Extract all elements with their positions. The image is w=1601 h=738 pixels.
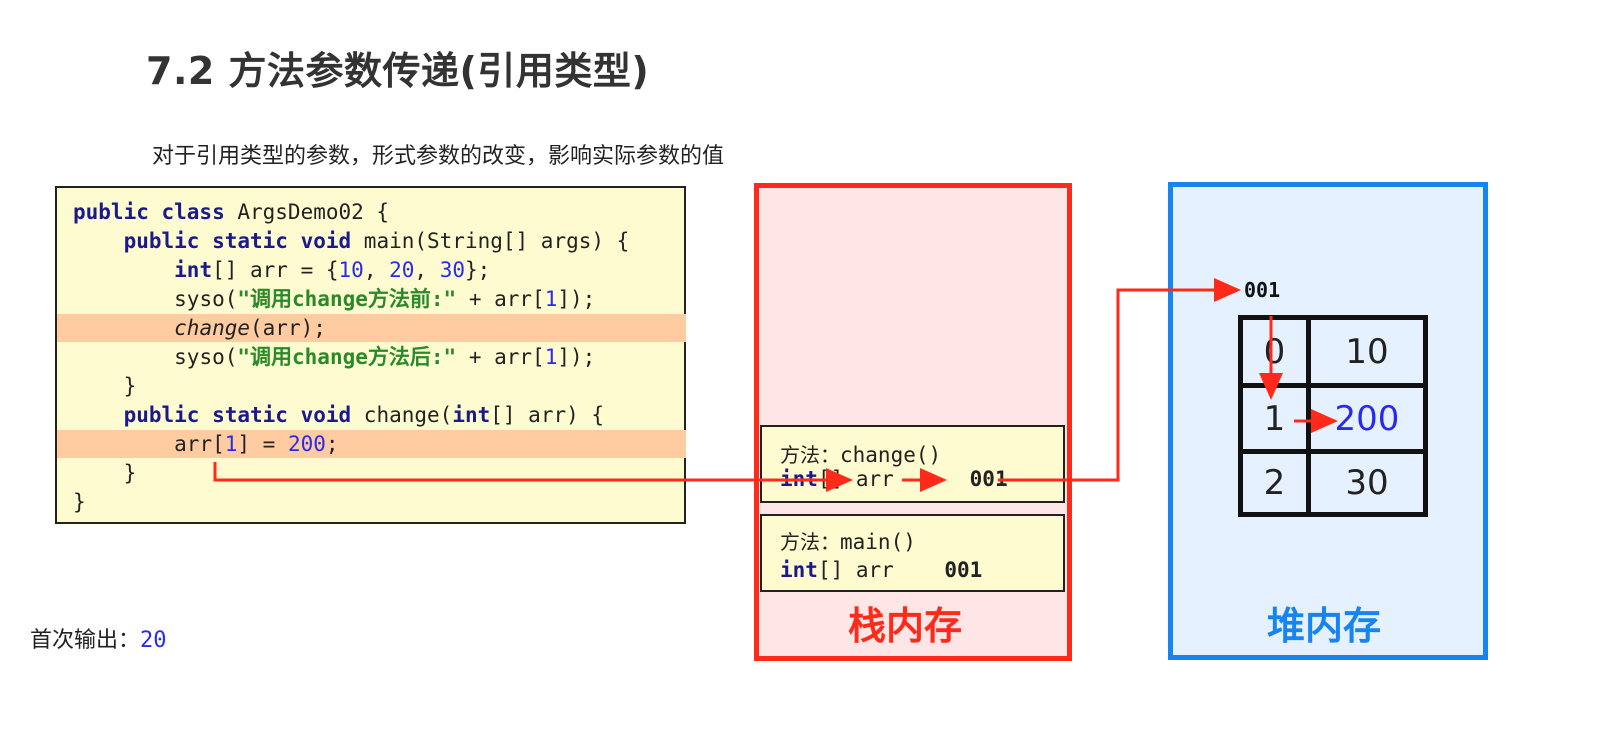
- highlight-change-call: [57, 314, 686, 342]
- code-line: arr[1] = 200;: [174, 432, 339, 456]
- grid-divider: [1243, 449, 1423, 454]
- array-value: 30: [1345, 463, 1389, 503]
- array-value: 10: [1345, 331, 1389, 372]
- code-line: }: [73, 490, 86, 514]
- code-line: public class ArgsDemo02 {: [73, 200, 390, 224]
- arrow-code-to-stack: [213, 462, 853, 492]
- stack-frame-change: 方法：change() int[] arr 001: [760, 425, 1065, 503]
- frame-variable: int[] arr 001: [780, 558, 983, 582]
- code-line: }: [123, 461, 137, 485]
- slide-title: 7.2 方法参数传递(引用类型): [146, 49, 650, 93]
- stack-memory-label: 栈内存: [848, 604, 963, 648]
- slide-subtitle: 对于引用类型的参数，形式参数的改变，影响实际参数的值: [152, 144, 725, 169]
- code-line: syso("调用change方法后:" + arr[1]);: [174, 345, 596, 369]
- code-line: int[] arr = {10, 20, 30};: [174, 258, 491, 282]
- code-line: public static void change(int[] arr) {: [123, 403, 605, 427]
- output-text: 首次输出：20: [30, 628, 167, 653]
- heap-address: 001: [1244, 278, 1281, 302]
- array-index: 2: [1263, 463, 1286, 503]
- code-line: syso("调用change方法前:" + arr[1]);: [174, 287, 596, 311]
- grid-divider: [1243, 383, 1423, 388]
- array-index: 0: [1263, 331, 1286, 372]
- stack-frame-main: 方法：main() int[] arr 001: [760, 514, 1065, 592]
- array-index: 1: [1263, 398, 1286, 439]
- array-value: 200: [1334, 398, 1400, 439]
- grid-divider: [1306, 320, 1311, 512]
- code-line: change(arr);: [174, 316, 326, 340]
- code-box: public class ArgsDemo02 { public static …: [55, 186, 686, 524]
- highlight-assignment: [57, 430, 686, 458]
- code-line: public static void main(String[] args) {: [123, 229, 630, 253]
- arrow-stack-to-heap: [998, 278, 1241, 482]
- heap-memory-label: 堆内存: [1267, 604, 1382, 648]
- frame-method: 方法：main(): [780, 530, 916, 554]
- code-line: }: [123, 374, 137, 398]
- frame-method: 方法：change(): [780, 443, 942, 467]
